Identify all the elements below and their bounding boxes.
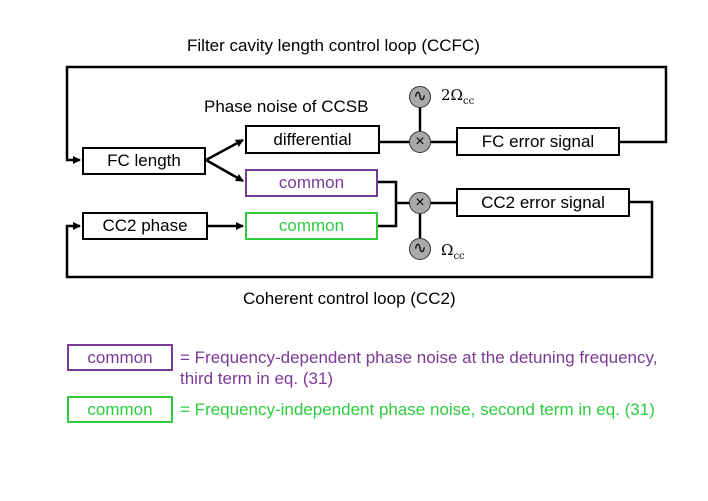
- cc2-phase-box: CC2 phase: [82, 212, 208, 240]
- ccfc-loop-title: Filter cavity length control loop (CCFC): [187, 36, 480, 55]
- legend-purple-box: common: [67, 344, 173, 371]
- fc-to-common-wire: [205, 158, 244, 183]
- top-oscillator-icon: ∿: [409, 86, 431, 108]
- fc-to-differential-wire: [205, 138, 244, 162]
- bottom-mixer-icon: ×: [409, 192, 431, 214]
- top-mixer-icon: ×: [409, 131, 431, 153]
- phase-noise-label: Phase noise of CCSB: [204, 97, 369, 116]
- ccfc-loop-wire: [65, 65, 668, 164]
- top-oscillator-frequency: 2Ωcc: [441, 86, 475, 107]
- fc-length-box: FC length: [82, 147, 206, 175]
- cc2-error-signal-box: CC2 error signal: [456, 188, 630, 217]
- legend-purple-text: = Frequency-dependent phase noise at the…: [180, 348, 658, 388]
- legend-green-text: = Frequency-independent phase noise, sec…: [180, 400, 655, 419]
- fc-error-signal-box: FC error signal: [456, 127, 620, 156]
- common-green-box: common: [245, 212, 378, 240]
- differential-box: differential: [245, 125, 380, 154]
- cc2-loop-wire: [65, 200, 654, 279]
- common-purple-box: common: [245, 169, 378, 197]
- legend-green-box: common: [67, 396, 173, 423]
- bottom-oscillator-frequency: Ωcc: [441, 241, 465, 262]
- common-purple-to-mixer-wire: [378, 180, 410, 205]
- common-green-to-mixer-wire: [378, 203, 398, 228]
- cc2-loop-title: Coherent control loop (CC2): [243, 289, 456, 308]
- bottom-oscillator-icon: ∿: [409, 238, 431, 260]
